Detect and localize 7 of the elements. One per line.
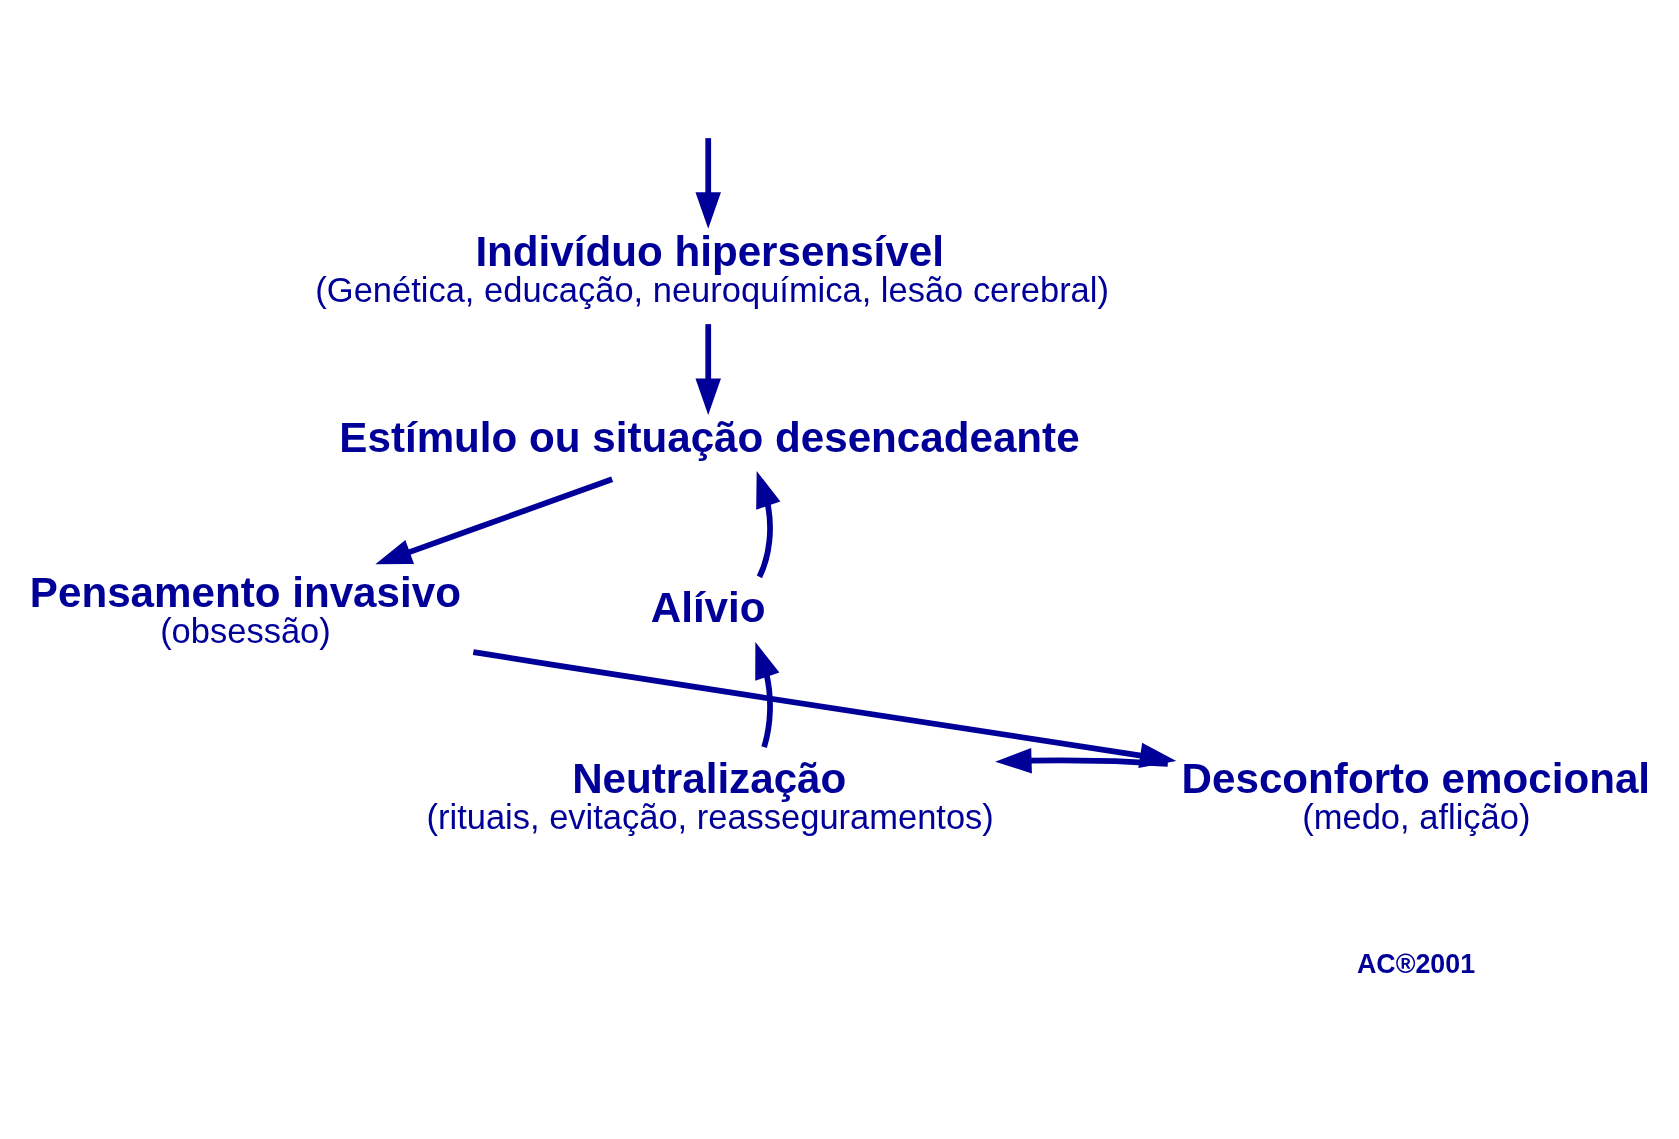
node-text: Indivíduo hipersensível (Genética, educação, neuroquímica, lesão cerebral) [315,227,1109,309]
node-text: Alívio [650,584,766,632]
node-text: Desconforto emocional (medo, aflição) [1181,754,1651,836]
node-text: Estímulo ou situação desencadeante [339,413,1080,461]
node-text: Pensamento invasivo (obsessão) [29,568,461,650]
node-text: Neutralização (rituais, evitação, reasseguramentos) [426,754,994,836]
label: AC®2001 [1356,949,1476,980]
